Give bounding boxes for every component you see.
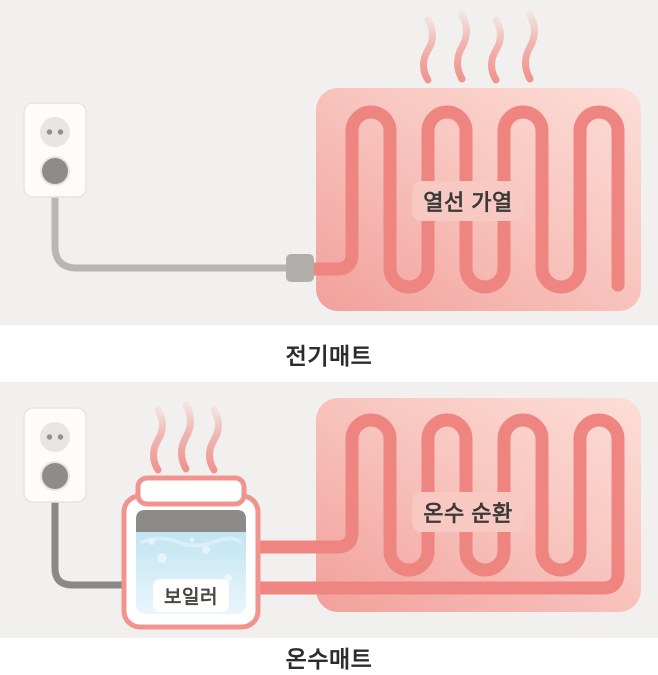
electric-mat-caption: 전기매트 <box>0 325 658 382</box>
power-cord <box>51 479 144 589</box>
water-mat-panel: 온수 순환 보일러 <box>0 382 658 638</box>
heat-waves-icon <box>420 11 538 84</box>
power-plug-icon <box>42 463 68 489</box>
mat-heating-label: 열선 가열 <box>412 181 524 221</box>
water-mat-illustration <box>23 398 641 630</box>
cord-connector-icon <box>286 254 314 282</box>
power-plug-icon <box>42 158 68 184</box>
water-surface-highlight <box>140 536 242 548</box>
water-mat-caption: 온수매트 <box>0 638 658 675</box>
heating-coil <box>289 105 625 294</box>
power-cord <box>51 174 298 272</box>
boiler-lid <box>135 475 247 507</box>
mat-circulation-label: 온수 순환 <box>412 492 524 532</box>
electric-mat-panel: 열선 가열 <box>0 0 658 325</box>
boiler-cap <box>136 510 246 532</box>
electric-mat-illustration <box>23 11 641 311</box>
boiler-label: 보일러 <box>153 579 229 612</box>
heat-waves-icon <box>150 401 222 474</box>
water-tube-coil <box>247 413 625 595</box>
